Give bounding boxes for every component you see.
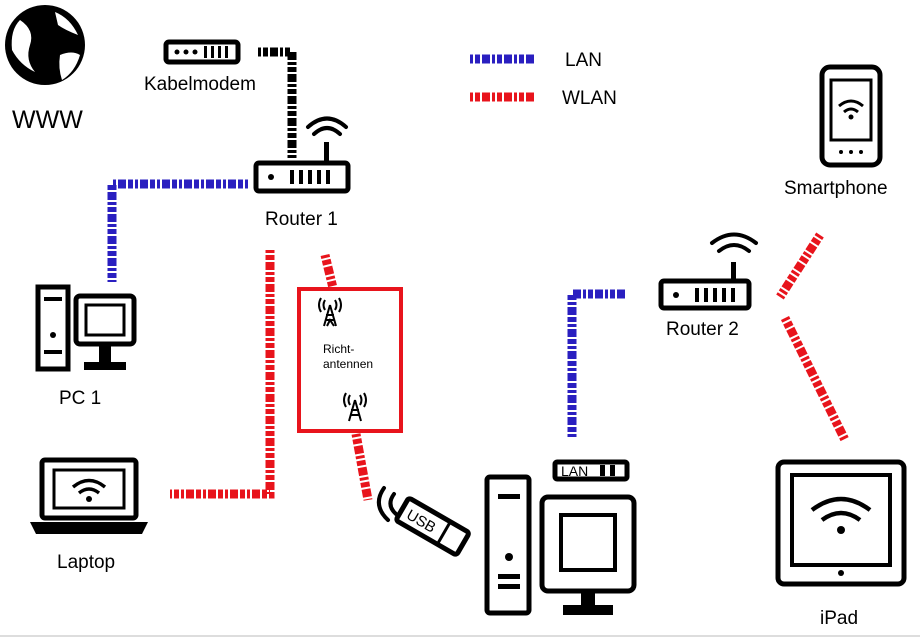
usb-wlan-stick-icon: USB — [394, 496, 471, 557]
smartphone-label: Smartphone — [784, 178, 888, 199]
router1-icon — [253, 142, 351, 194]
wifi-icon — [710, 232, 758, 253]
cable-modem-icon — [163, 39, 241, 65]
ipad-icon — [775, 459, 907, 587]
legend-lan-label: LAN — [565, 50, 602, 71]
antenna-tower-icon — [318, 297, 342, 327]
globe-icon — [5, 5, 85, 85]
router1-label: Router 1 — [265, 209, 338, 230]
antenna-box-label-line2: antennen — [323, 357, 373, 371]
router1-antenna-wlan-link — [320, 253, 338, 290]
laptop-label: Laptop — [57, 552, 115, 573]
pc2-router2-lan-link — [567, 289, 626, 437]
wifi-signal-icon — [376, 486, 398, 522]
directional-antenna-box: Richt- antennen — [297, 287, 403, 433]
pc1-icon — [35, 284, 137, 372]
pc1-label: PC 1 — [59, 388, 101, 409]
router1-pc1-lan-link — [107, 179, 248, 282]
router1-laptop-wlan-link — [170, 250, 275, 499]
ipad-label: iPad — [820, 608, 858, 629]
router2-smartphone-wlan-link — [776, 232, 824, 300]
antenna-usb-wlan-link — [351, 433, 373, 501]
modem-label: Kabelmodem — [144, 74, 256, 95]
lan-card-badge: LAN — [552, 459, 630, 482]
laptop-icon — [30, 457, 148, 534]
legend-wlan-label: WLAN — [562, 88, 617, 109]
legend: LAN WLAN — [470, 50, 617, 109]
antenna-box-label-line1: Richt- — [323, 342, 354, 356]
modem-router1-link — [258, 47, 297, 158]
router2-label: Router 2 — [666, 319, 739, 340]
wifi-icon — [306, 116, 348, 136]
pc2-icon — [484, 474, 637, 616]
antenna-tower-icon — [343, 392, 367, 422]
router2-icon — [658, 262, 752, 311]
router2-ipad-wlan-link — [780, 316, 850, 442]
smartphone-icon — [819, 64, 883, 168]
lan-card-label: LAN — [561, 463, 588, 479]
www-label: WWW — [12, 106, 83, 134]
